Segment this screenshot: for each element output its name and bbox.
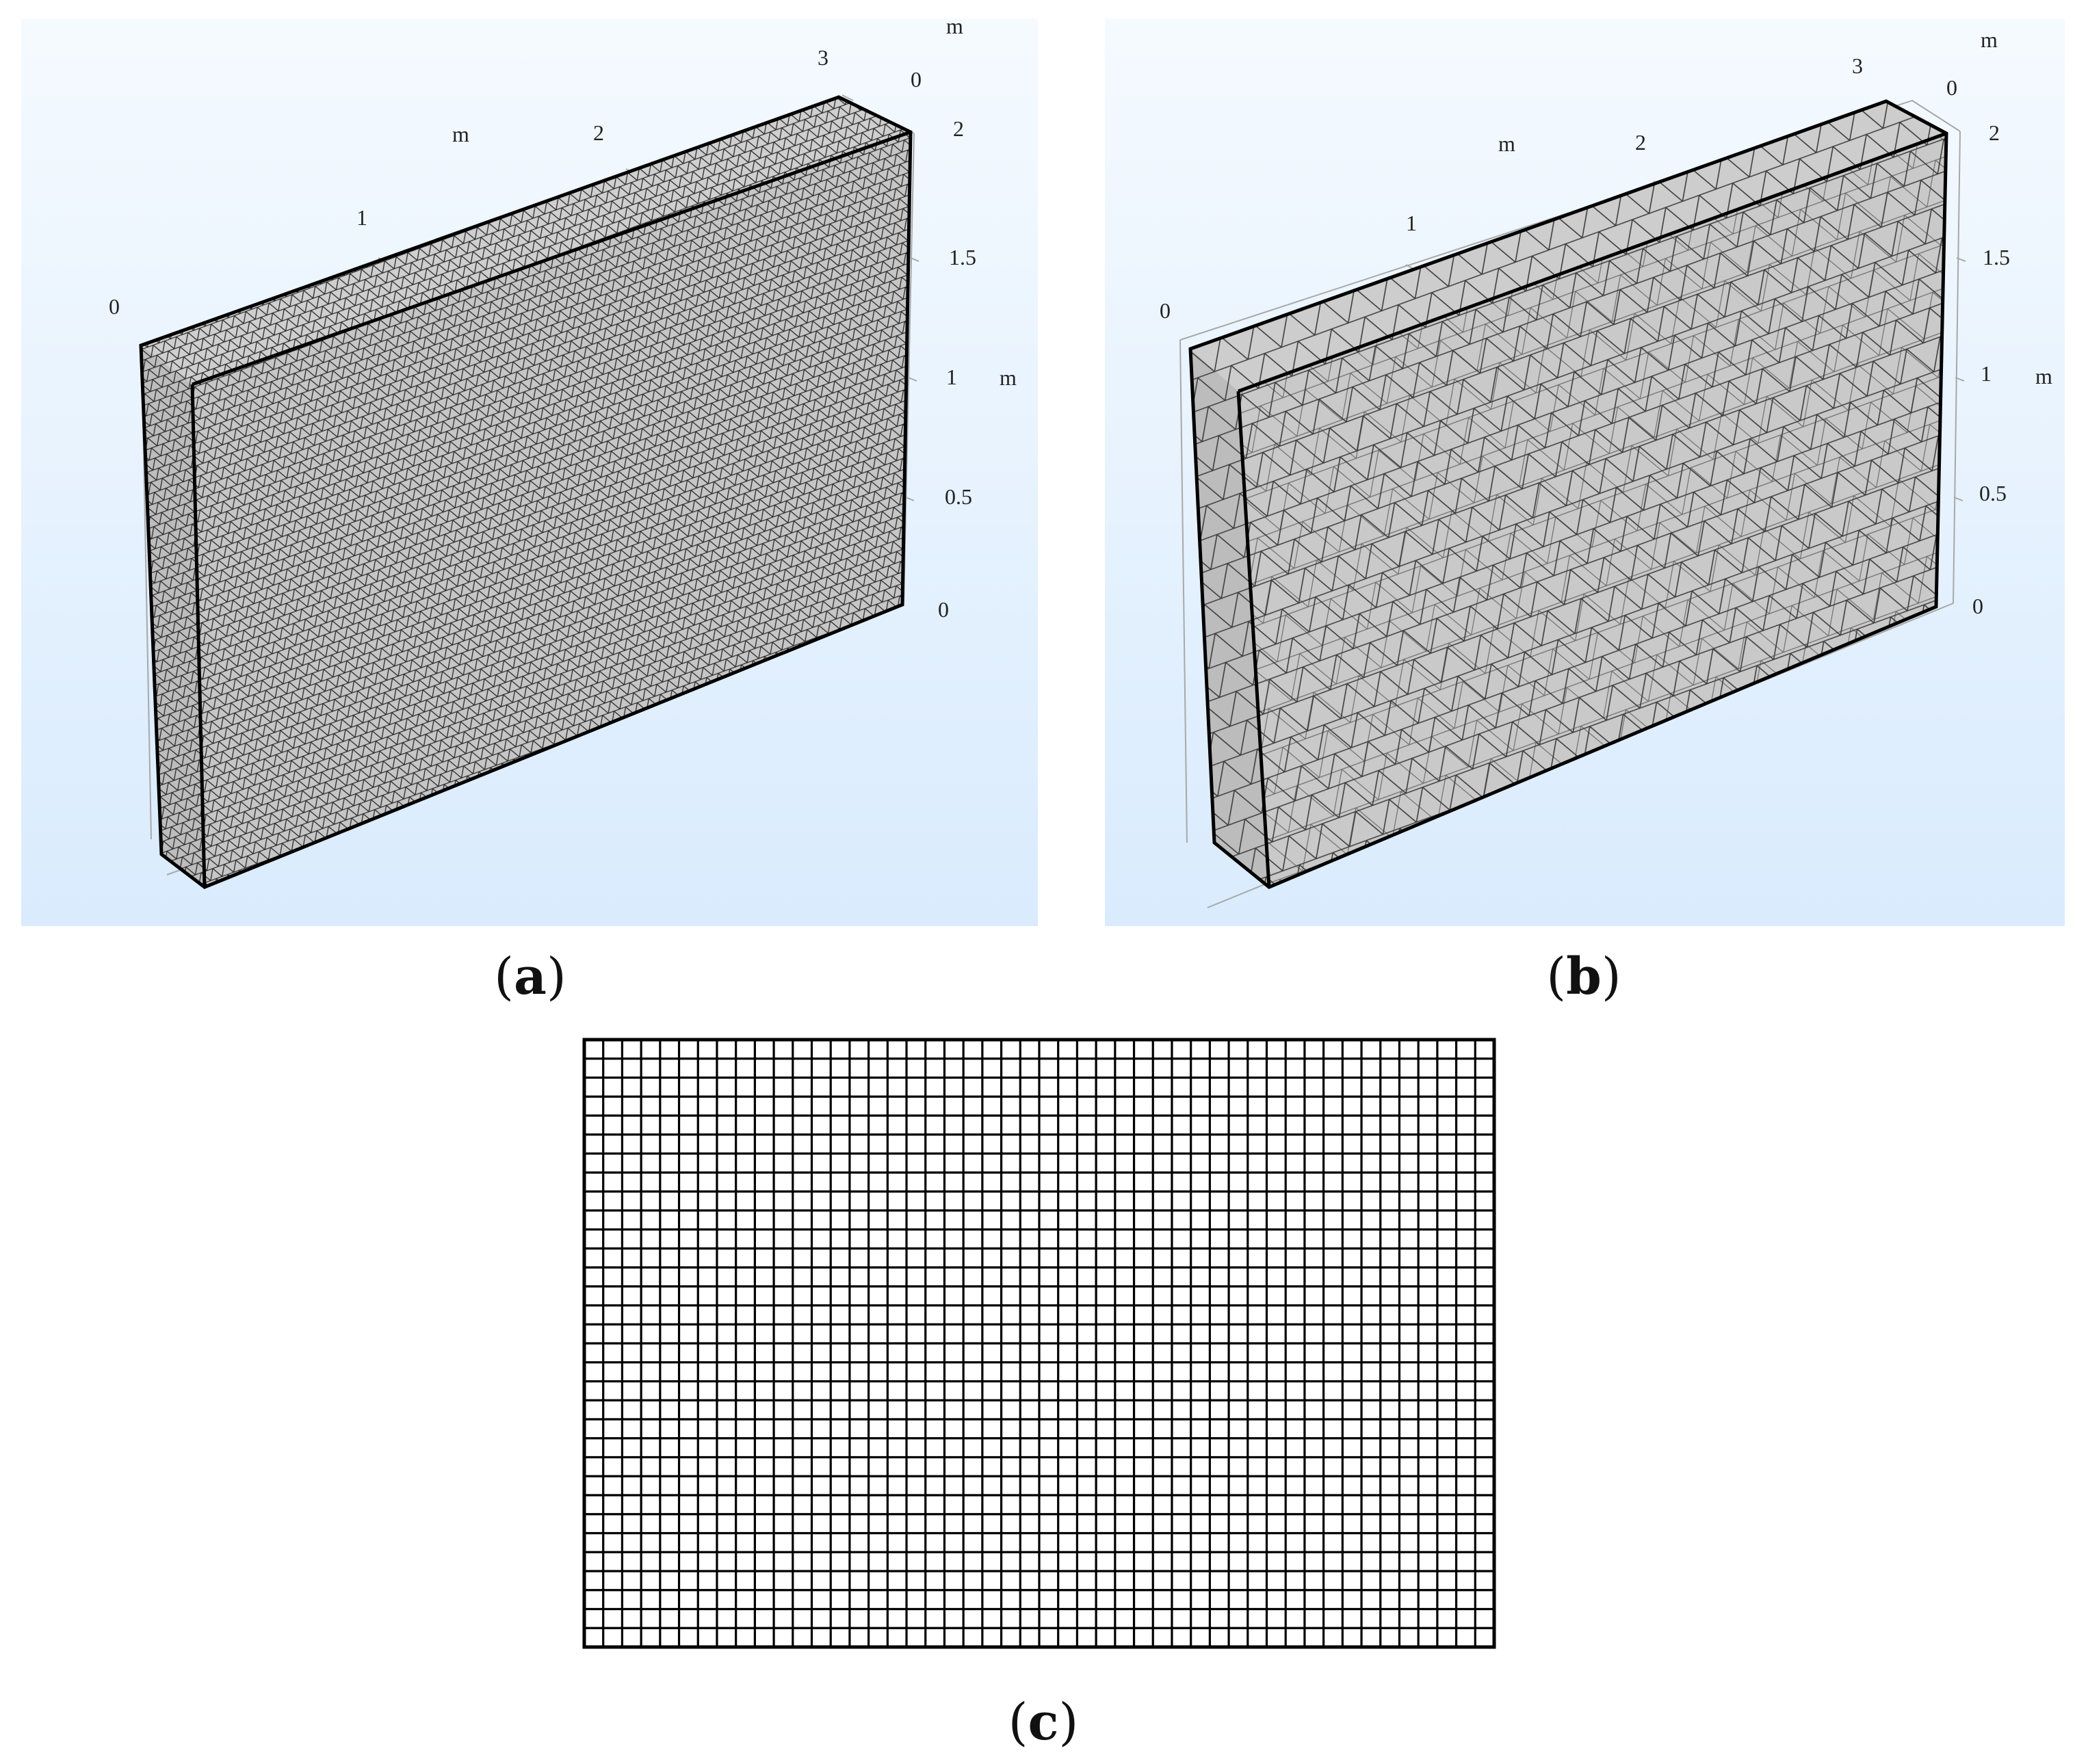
mesh-box: [139, 95, 913, 889]
z-unit-label: m: [1000, 365, 1017, 390]
y-tick-label: 0: [911, 67, 922, 92]
x-tick-label: 1: [1406, 211, 1417, 235]
y-unit-label: m: [946, 18, 963, 38]
coarse-mesh-view: 0 1 2 3 m 0 m 0 0.5 1 1.5 2 m: [1105, 18, 2065, 926]
caption-c: (c): [1008, 1693, 1079, 1752]
x-tick-label: 1: [356, 205, 367, 230]
axis-labels: 0 1 2 3 m 0 m 0 0.5 1 1.5 2 m: [1160, 27, 2052, 618]
z-unit-label: m: [2035, 364, 2052, 389]
z-tick-label: 0.5: [945, 484, 972, 509]
x-tick-label: 2: [593, 120, 604, 145]
z-tick-label: 1: [1981, 361, 1992, 386]
z-tick-label: 1.5: [1983, 245, 2010, 269]
caption-b: (b): [1546, 947, 1621, 1006]
caption-a: (a): [494, 947, 566, 1006]
structured-grid-view: [582, 1038, 1496, 1649]
z-tick-label: 2: [953, 116, 964, 141]
fine-mesh-view: 0 1 2 3 m 0 m 0 0.5 1 1.5 2 m: [21, 18, 1038, 926]
z-tick-label: 1: [946, 365, 957, 389]
y-tick-label: 0: [1946, 75, 1957, 100]
panel-c-structured-grid: [582, 1037, 1498, 1653]
x-unit-label: m: [452, 122, 469, 146]
x-unit-label: m: [1498, 131, 1515, 156]
grid-lines: [584, 1040, 1494, 1647]
z-tick-label: 0: [1972, 594, 1983, 618]
panel-a-fine-mesh: 0 1 2 3 m 0 m 0 0.5 1 1.5 2 m: [21, 18, 1038, 926]
x-tick-label: 2: [1635, 130, 1646, 155]
z-tick-label: 0: [938, 597, 949, 622]
x-tick-label: 0: [1160, 298, 1171, 323]
z-tick-label: 1.5: [949, 245, 976, 269]
y-unit-label: m: [1981, 27, 1998, 52]
x-tick-label: 3: [818, 45, 828, 70]
x-tick-label: 0: [109, 294, 120, 319]
axis-labels: 0 1 2 3 m 0 m 0 0.5 1 1.5 2 m: [109, 18, 1017, 622]
mesh-box: [1188, 99, 1948, 889]
z-tick-label: 0.5: [1979, 481, 2007, 505]
z-tick-label: 2: [1989, 120, 2000, 145]
panel-b-coarse-mesh: 0 1 2 3 m 0 m 0 0.5 1 1.5 2 m: [1105, 18, 2065, 926]
x-tick-label: 3: [1852, 53, 1863, 78]
